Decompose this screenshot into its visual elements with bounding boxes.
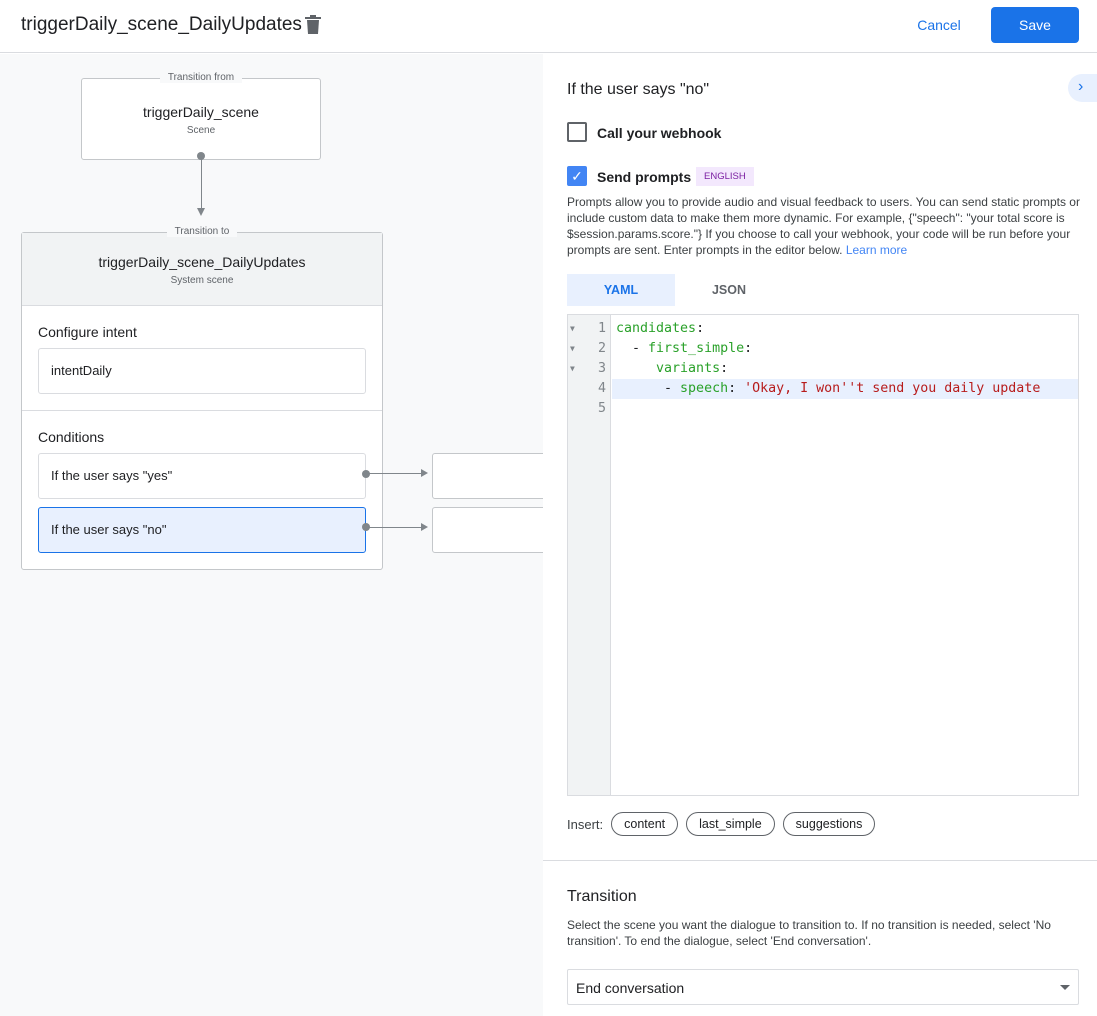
transition-from-node[interactable]: Transition from triggerDaily_scene Scene bbox=[81, 72, 321, 160]
fold-icon[interactable]: ▼ bbox=[570, 364, 575, 373]
chevron-right-icon[interactable]: › bbox=[1068, 74, 1097, 102]
condition-no[interactable]: If the user says "no" bbox=[38, 507, 366, 553]
send-prompts-checkbox[interactable]: ✓ bbox=[567, 166, 587, 186]
language-badge: ENGLISH bbox=[696, 167, 754, 186]
insert-last-simple-chip[interactable]: last_simple bbox=[686, 812, 775, 836]
insert-label: Insert: bbox=[567, 816, 604, 832]
editor-gutter: ▼ 1 ▼ 2 ▼ 3 4 5 bbox=[568, 315, 611, 795]
fold-icon[interactable]: ▼ bbox=[570, 324, 575, 333]
arrow-down-icon bbox=[197, 208, 205, 220]
connector-dot bbox=[197, 152, 205, 160]
insert-suggestions-chip[interactable]: suggestions bbox=[782, 812, 876, 836]
configure-intent-heading: Configure intent bbox=[38, 324, 137, 340]
prompts-description: Prompts allow you to provide audio and v… bbox=[567, 194, 1087, 258]
line-number: 5 bbox=[597, 401, 606, 416]
send-prompts-label: Send prompts bbox=[597, 169, 692, 185]
intent-item[interactable]: intentDaily bbox=[38, 348, 366, 394]
divider bbox=[543, 860, 1097, 861]
insert-row: Insert: content last_simple suggestions bbox=[567, 812, 876, 836]
save-button[interactable]: Save bbox=[991, 7, 1079, 43]
from-scene-type: Scene bbox=[186, 125, 216, 136]
condition-yes[interactable]: If the user says "yes" bbox=[38, 453, 366, 499]
panel-title: If the user says "no" bbox=[567, 81, 710, 98]
connector-dot bbox=[362, 470, 370, 478]
transition-to-legend: Transition to bbox=[166, 226, 238, 237]
condition-panel: If the user says "no" › Call your webhoo… bbox=[543, 54, 1097, 1016]
line-number: 4 bbox=[597, 381, 606, 396]
transition-description: Select the scene you want the dialogue t… bbox=[567, 918, 1051, 948]
top-bar: triggerDaily_scene_DailyUpdates Cancel S… bbox=[0, 0, 1097, 53]
cancel-button[interactable]: Cancel bbox=[903, 8, 975, 42]
transition-select[interactable]: End conversation bbox=[567, 969, 1079, 1005]
tab-yaml[interactable]: YAML bbox=[567, 274, 675, 306]
to-scene-type: System scene bbox=[170, 275, 234, 286]
fold-icon[interactable]: ▼ bbox=[570, 344, 575, 353]
connector-line bbox=[366, 473, 422, 474]
code-line: - first_simple: bbox=[616, 341, 753, 356]
code-editor[interactable]: ▼ 1 ▼ 2 ▼ 3 4 5 candidates: - first_simple:… bbox=[567, 314, 1079, 796]
target-node-no[interactable] bbox=[432, 507, 552, 553]
transition-title: Transition bbox=[567, 888, 637, 905]
to-scene-name: triggerDaily_scene_DailyUpdates bbox=[98, 254, 306, 270]
transition-to-node: Transition to triggerDaily_scene_DailyUp… bbox=[21, 226, 383, 570]
line-number: 1 bbox=[597, 321, 606, 336]
arrow-right-icon bbox=[421, 469, 432, 477]
webhook-checkbox[interactable] bbox=[567, 122, 587, 142]
connector-line bbox=[201, 158, 202, 208]
description-text: Prompts allow you to provide audio and v… bbox=[567, 195, 1080, 257]
scene-title: triggerDaily_scene_DailyUpdates bbox=[21, 14, 302, 35]
dropdown-arrow-icon bbox=[1060, 985, 1070, 995]
line-number: 3 bbox=[597, 361, 606, 376]
connector-line bbox=[366, 527, 422, 528]
code-line: candidates: bbox=[616, 321, 705, 336]
scene-canvas: Transition from triggerDaily_scene Scene… bbox=[0, 54, 552, 1016]
line-number: 2 bbox=[597, 341, 606, 356]
from-scene-name: triggerDaily_scene bbox=[143, 104, 259, 120]
transition-from-legend: Transition from bbox=[159, 72, 243, 83]
code-line: variants: bbox=[656, 361, 729, 376]
learn-more-link[interactable]: Learn more bbox=[845, 243, 908, 257]
transition-selected: End conversation bbox=[576, 980, 685, 996]
trash-icon[interactable] bbox=[304, 15, 322, 35]
conditions-heading: Conditions bbox=[38, 429, 105, 445]
tab-json[interactable]: JSON bbox=[711, 283, 747, 297]
webhook-label: Call your webhook bbox=[597, 125, 722, 141]
target-node-yes[interactable] bbox=[432, 453, 552, 499]
code-line: - speech: 'Okay, I won''t send you daily… bbox=[612, 379, 1078, 399]
arrow-right-icon bbox=[421, 523, 432, 531]
insert-content-chip[interactable]: content bbox=[611, 812, 679, 836]
